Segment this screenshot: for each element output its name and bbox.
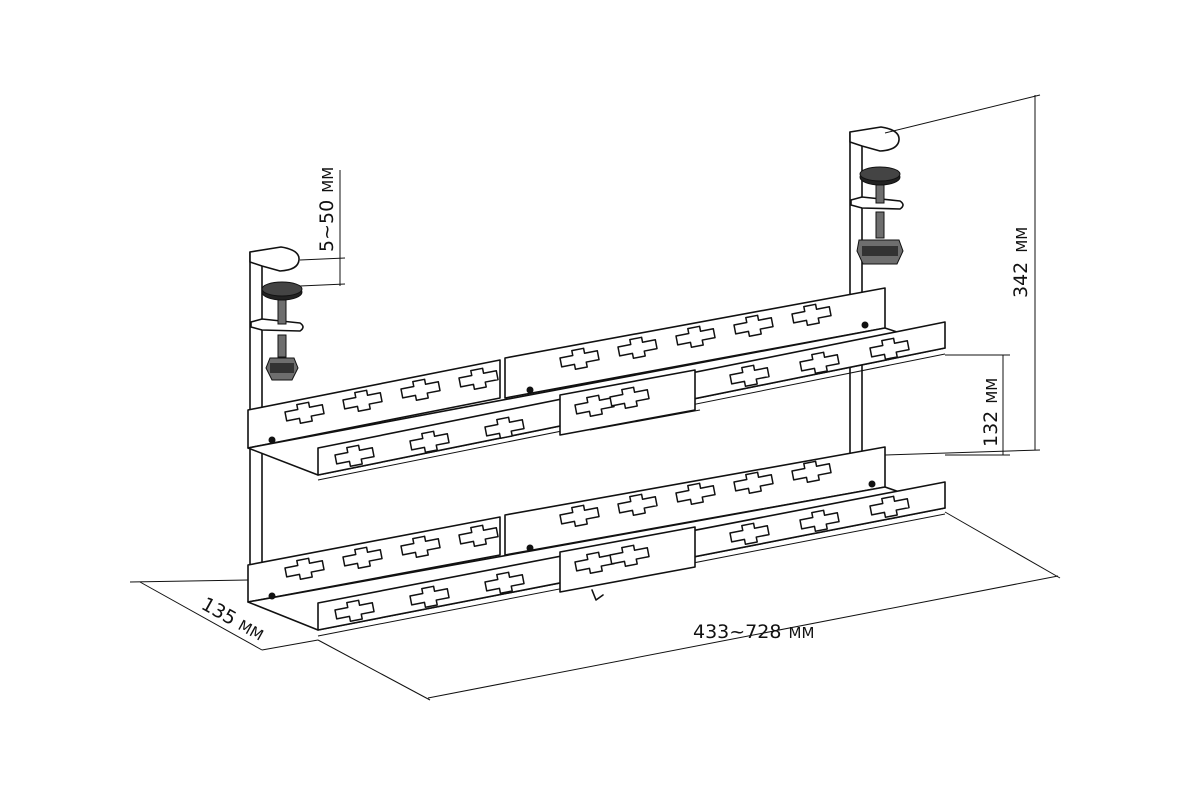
clamp-knob-icon [261, 281, 303, 301]
svg-text:342 MM: 342 MM [1010, 227, 1032, 298]
clamp-range-dimension: 5~50 MM [299, 167, 346, 287]
lower-tray [247, 446, 946, 637]
total-height-dimension: 342 MM [884, 94, 1041, 456]
threaded-screw-icon [856, 184, 904, 265]
right-clamp [849, 126, 904, 265]
upper-tray [247, 287, 946, 481]
tray-spacing-unit: MM [983, 378, 1001, 404]
depth-value: 135 [198, 593, 240, 630]
total-height-value: 342 [1010, 262, 1032, 298]
svg-text:5~50 MM: 5~50 MM [316, 167, 338, 252]
clamp-range-unit: MM [319, 167, 337, 193]
width-dimension: 433~728 MM [317, 511, 1061, 701]
tray-spacing-dimension: 132 MM [945, 354, 1010, 456]
clamp-knob-icon [859, 166, 901, 186]
threaded-screw-icon [265, 299, 299, 381]
depth-unit: MM [235, 616, 266, 644]
tray-spacing-value: 132 [980, 411, 1002, 447]
width-unit: MM [789, 624, 815, 642]
svg-text:433~728 MM: 433~728 MM [693, 621, 814, 643]
svg-text:132 MM: 132 MM [980, 378, 1002, 447]
width-value: 433~728 [693, 621, 781, 643]
left-clamp [249, 246, 304, 381]
clamp-range-value: 5~50 [316, 200, 338, 252]
total-height-unit: MM [1013, 227, 1031, 253]
